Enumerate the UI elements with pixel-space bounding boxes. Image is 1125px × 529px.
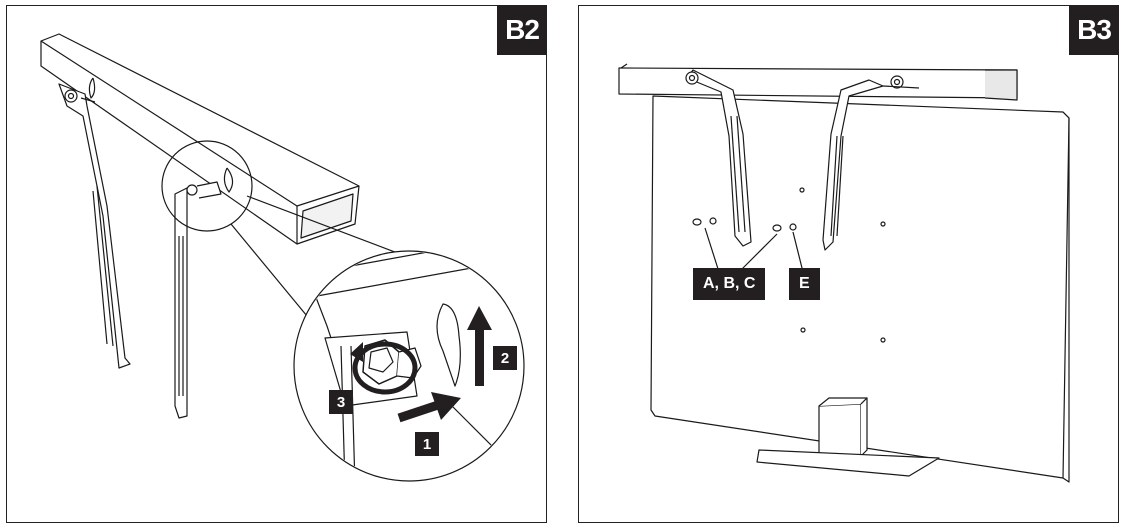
diagram-panel-b3: B3 A, B, C E [578,5,1119,523]
step-badge-1: 1 [415,432,439,456]
arrow-icon [467,306,492,386]
rotate-arrow-icon [350,342,363,362]
label-washer: E [789,268,820,300]
step-badge-2: 2 [493,346,517,370]
soundbar-bracket-illustration [40,33,525,482]
panel-tag: B2 [497,5,547,55]
label-screws: A, B, C [693,268,766,300]
diagram-panel-b2: B2 1 2 3 [6,5,547,523]
step-badge-3: 3 [329,390,353,414]
panel-tag: B3 [1069,5,1119,55]
arrow-icon [397,392,461,423]
tv-mount-illustration [618,63,1070,483]
